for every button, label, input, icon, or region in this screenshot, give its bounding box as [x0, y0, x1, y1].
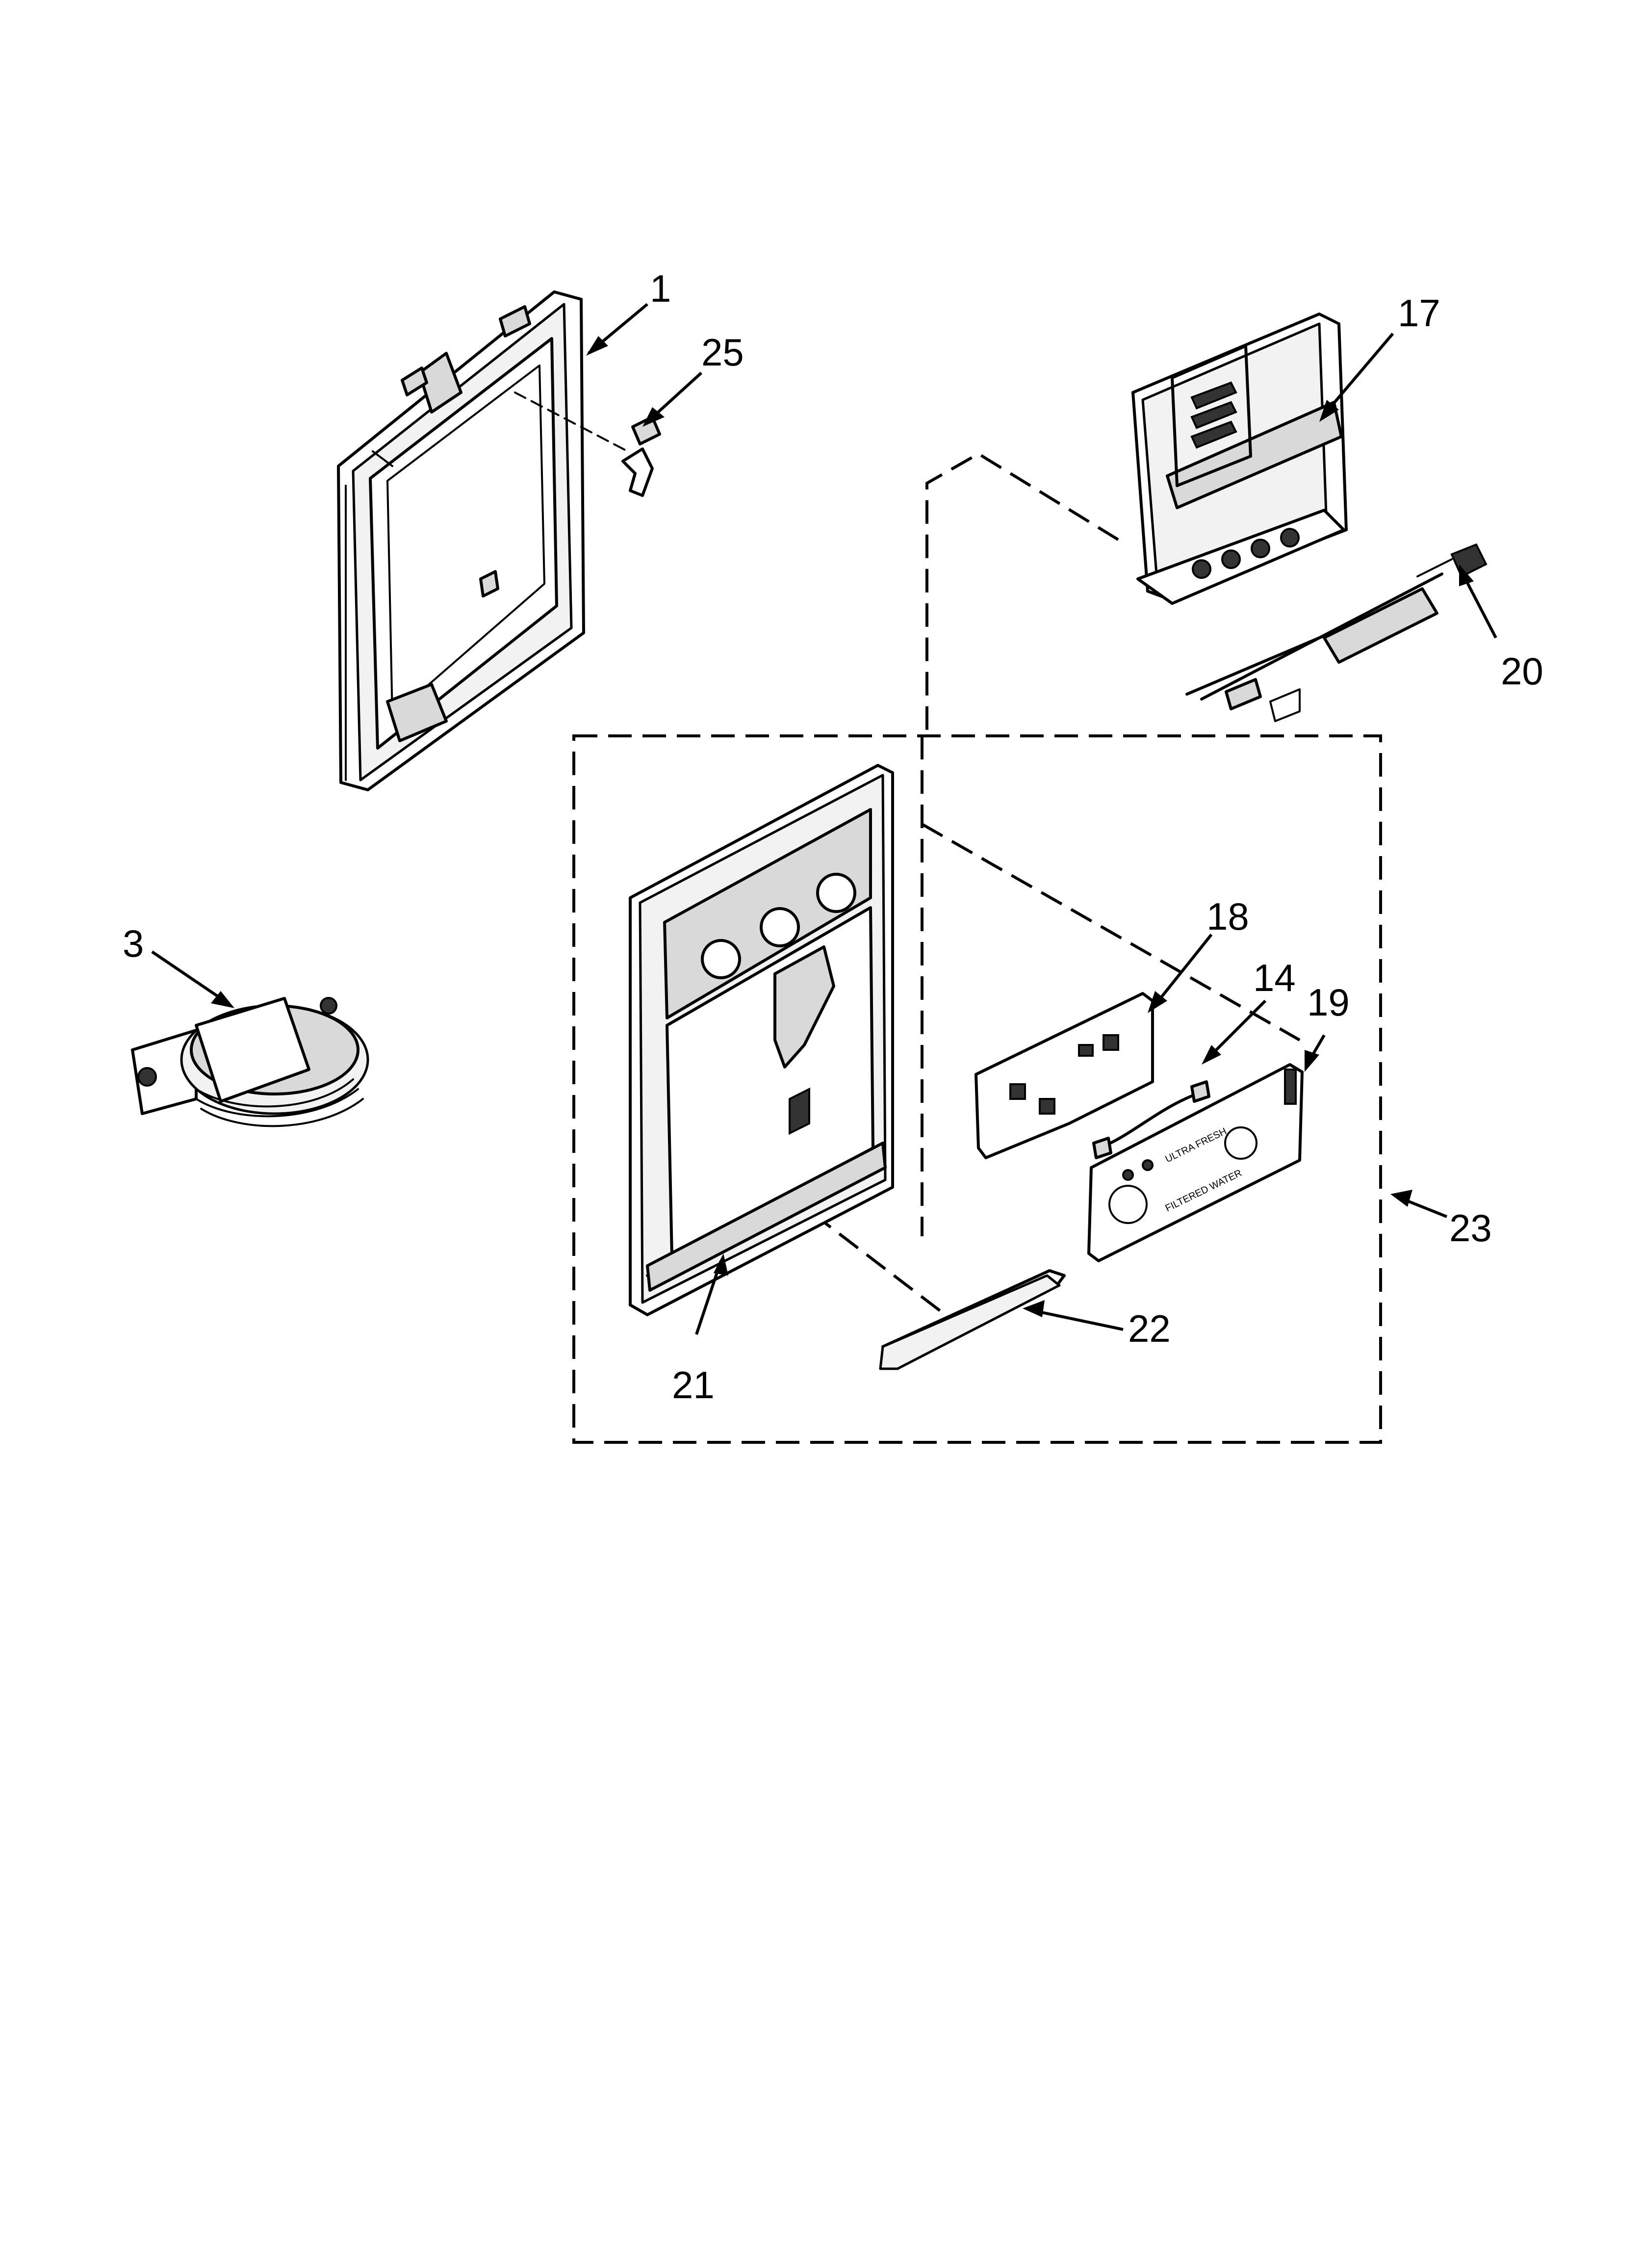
part-14-wire [1092, 1080, 1210, 1159]
part-18-control-board [975, 992, 1154, 1159]
part-1-housing-frame [337, 290, 585, 791]
callout-label-22: 22 [1128, 1307, 1171, 1350]
part-19-overlay-panel: ULTRA FRESH FILTERED WATER [1087, 1063, 1304, 1262]
callout-label-25: 25 [701, 331, 744, 374]
callout-label-1: 1 [650, 267, 671, 310]
part-25-dashed-link [514, 391, 629, 452]
callout-label-20: 20 [1501, 650, 1543, 693]
guide-line-panel [921, 823, 1301, 1042]
part-17-dispenser-cover [1131, 313, 1348, 605]
callout-label-14: 14 [1253, 956, 1296, 999]
callout-label-19: 19 [1307, 981, 1350, 1024]
callout-arrows [151, 303, 1497, 1335]
callout-label-23: 23 [1449, 1206, 1492, 1250]
callout-label-21: 21 [672, 1363, 715, 1407]
part-22-drip-tray [879, 1269, 1066, 1370]
part-21-dispenser-face [629, 764, 894, 1316]
callout-label-18: 18 [1206, 895, 1249, 938]
guide-line-17 [925, 452, 1119, 736]
part-20-wire-harness [1185, 543, 1488, 722]
part-3-motor [131, 997, 369, 1127]
part-25-clip [621, 416, 661, 497]
callout-label-3: 3 [123, 922, 144, 965]
callout-label-17: 17 [1398, 291, 1440, 335]
